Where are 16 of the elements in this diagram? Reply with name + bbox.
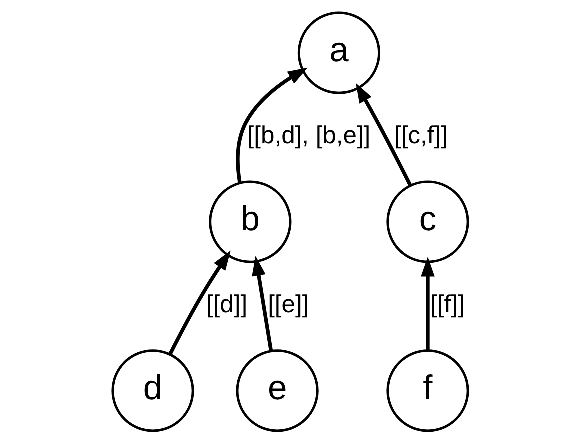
node-circle: d xyxy=(112,350,194,432)
node-circle: c xyxy=(386,180,470,264)
edge-label: [[b,d], [b,e]] xyxy=(247,122,371,150)
node-circle: e xyxy=(236,350,319,432)
arrow xyxy=(236,68,308,184)
edge-label: [[f]] xyxy=(430,292,465,319)
node-circle: f xyxy=(386,350,470,432)
arrow xyxy=(421,257,435,351)
edge-label: [[c,f]] xyxy=(394,122,448,150)
arrow xyxy=(356,83,412,186)
arrow xyxy=(252,256,274,352)
node-circle: b xyxy=(209,180,292,264)
edge-label: [[e]] xyxy=(268,292,310,319)
edge-label: [[d]] xyxy=(206,292,248,319)
node-circle: a xyxy=(298,12,381,94)
arrow xyxy=(168,250,231,356)
